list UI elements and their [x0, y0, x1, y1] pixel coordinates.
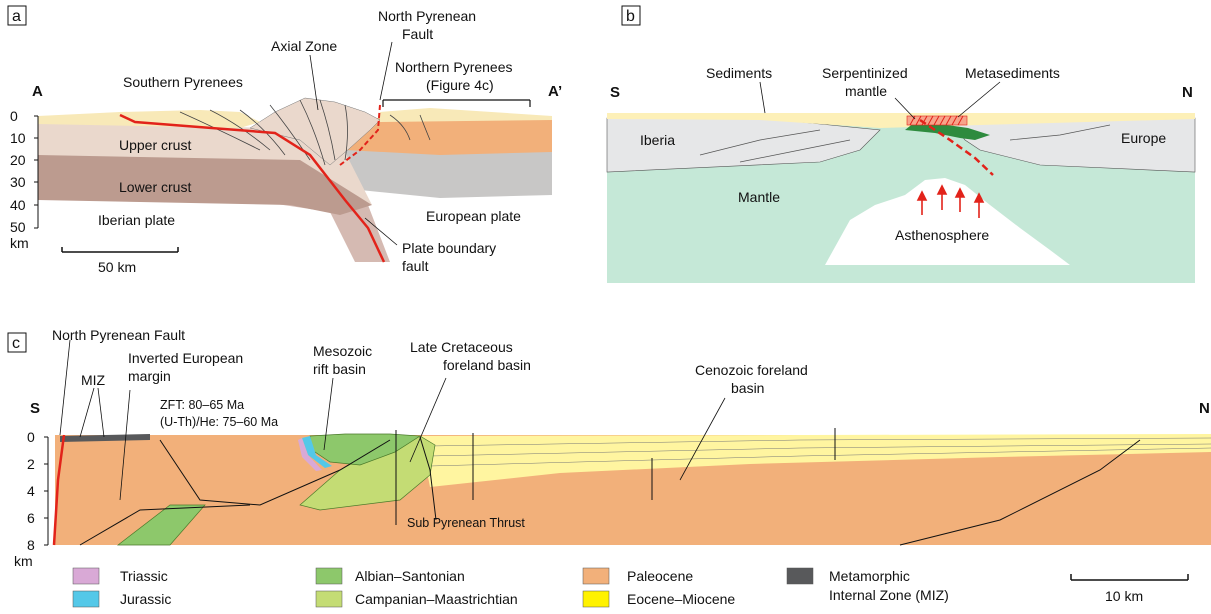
miz-label: MIZ — [81, 372, 106, 388]
legend-label-miz-2: Internal Zone (MIZ) — [829, 587, 949, 603]
mantle-label: Mantle — [738, 189, 780, 205]
legend-swatch-miz — [787, 568, 813, 584]
inverted-label-2: margin — [128, 368, 171, 384]
tick-label: 40 — [10, 197, 26, 213]
late-cret-label-2: foreland basin — [443, 357, 531, 373]
mesozoic-label-1: Mesozoic — [313, 343, 372, 359]
uthe-label: (U-Th)/He: 75–60 Ma — [160, 415, 278, 429]
serpentinized-label-2: mantle — [845, 83, 887, 99]
european-plate-label: European plate — [426, 208, 521, 224]
end-n: N — [1182, 84, 1193, 101]
npf-label-1: North Pyrenean — [378, 8, 476, 24]
tick-label: 10 — [10, 130, 26, 146]
tick-label: 50 — [10, 219, 26, 235]
axial-zone-label: Axial Zone — [271, 38, 337, 54]
tick-label: 20 — [10, 152, 26, 168]
late-cret-label-1: Late Cretaceous — [410, 339, 513, 355]
tick-label: 30 — [10, 174, 26, 190]
spt-label: Sub Pyrenean Thrust — [407, 516, 525, 530]
npf-label-c: North Pyrenean Fault — [52, 327, 185, 343]
tick-label: 6 — [27, 510, 35, 526]
mesozoic-label-2: rift basin — [313, 361, 366, 377]
sediments-label: Sediments — [706, 65, 772, 81]
iberia-label: Iberia — [640, 132, 675, 148]
tick-label: 4 — [27, 483, 35, 499]
southern-pyrenees-label: Southern Pyrenees — [123, 74, 243, 90]
panel-a-letter: a — [12, 8, 21, 25]
upper-crust-label: Upper crust — [119, 137, 191, 153]
legend-label-paleocene: Paleocene — [627, 568, 693, 584]
zft-label: ZFT: 80–65 Ma — [160, 398, 244, 412]
scale-bar-label-c: 10 km — [1105, 588, 1143, 604]
northern-pyrenees-bracket — [383, 100, 530, 107]
end-n-c: N — [1199, 400, 1210, 417]
legend-swatch-eocene — [583, 591, 609, 607]
npf-leader — [380, 42, 392, 100]
panel-a-depth-axis: 0 10 20 30 40 50 km — [10, 108, 38, 251]
metasediments-label: Metasediments — [965, 65, 1060, 81]
panel-b: b S N Sediments — [607, 6, 1195, 283]
lower-crust-label: Lower crust — [119, 179, 191, 195]
panel-c-depth-axis: 0 2 4 6 8 km — [14, 429, 48, 569]
legend-label-albian: Albian–Santonian — [355, 568, 465, 584]
panel-c-letter: c — [12, 335, 20, 352]
iberian-plate-label: Iberian plate — [98, 212, 175, 228]
legend-label-jurassic: Jurassic — [120, 591, 171, 607]
end-a-prime: A’ — [548, 83, 562, 100]
north-sediments — [380, 108, 552, 122]
end-s-c: S — [30, 400, 40, 417]
panel-a-scale-bar: 50 km — [62, 247, 178, 275]
end-s: S — [610, 84, 620, 101]
legend-swatch-paleocene — [583, 568, 609, 584]
end-a: A — [32, 83, 43, 100]
asthenosphere-label: Asthenosphere — [895, 227, 989, 243]
legend-label-triassic: Triassic — [120, 568, 168, 584]
scale-bar-label: 50 km — [98, 259, 136, 275]
legend-label-eocene: Eocene–Miocene — [627, 591, 735, 607]
metasediments-leader — [958, 82, 1000, 117]
tick-label: 2 — [27, 456, 35, 472]
northern-pyrenees-label-2: (Figure 4c) — [426, 77, 494, 93]
legend-swatch-campanian — [316, 591, 342, 607]
depth-unit: km — [14, 553, 33, 569]
cenozoic-label-2: basin — [731, 380, 764, 396]
npf-label-2: Fault — [402, 26, 433, 42]
europe-label: Europe — [1121, 130, 1166, 146]
legend-swatch-triassic — [73, 568, 99, 584]
panel-a: a — [8, 6, 562, 275]
plate-boundary-label-1: Plate boundary — [402, 240, 496, 256]
legend-label-campanian: Campanian–Maastrichtian — [355, 591, 518, 607]
legend-swatch-albian — [316, 568, 342, 584]
inverted-label-1: Inverted European — [128, 350, 243, 366]
plate-boundary-label-2: fault — [402, 258, 429, 274]
northern-pyrenees-label-1: Northern Pyrenees — [395, 59, 513, 75]
sediments-leader — [760, 82, 765, 113]
legend-swatch-jurassic — [73, 591, 99, 607]
panel-b-letter: b — [626, 8, 635, 25]
panel-c: c — [8, 327, 1211, 604]
panel-c-scale-bar: 10 km — [1071, 574, 1188, 604]
legend: Triassic Jurassic Albian–Santonian Campa… — [73, 568, 949, 607]
tick-label: 0 — [27, 429, 35, 445]
depth-unit: km — [10, 235, 29, 251]
tick-label: 8 — [27, 537, 35, 553]
legend-label-miz-1: Metamorphic — [829, 568, 910, 584]
tick-label: 0 — [10, 108, 18, 124]
serpentinized-label-1: Serpentinized — [822, 65, 908, 81]
cenozoic-label-1: Cenozoic foreland — [695, 362, 808, 378]
